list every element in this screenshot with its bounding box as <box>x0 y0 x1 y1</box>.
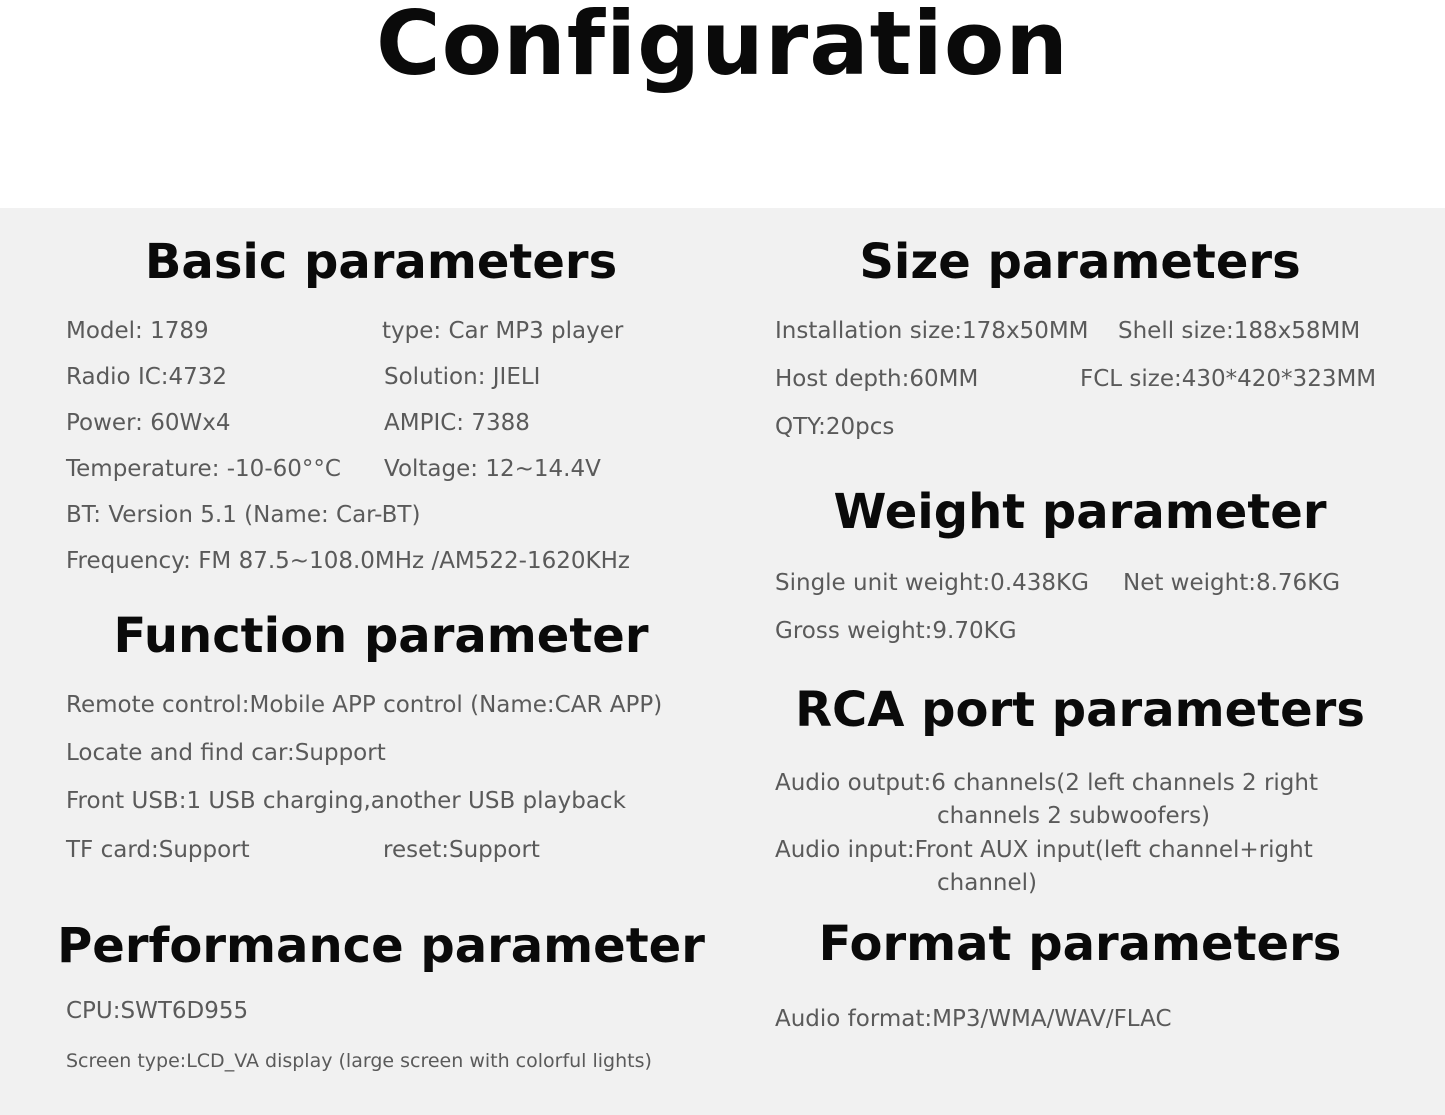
ampic-spec: AMPIC: 7388 <box>384 410 530 436</box>
audio-output-spec: Audio output:6 channels(2 left channels … <box>775 770 1319 796</box>
locate-car-spec: Locate and find car:Support <box>66 740 386 766</box>
radio-ic-spec: Radio IC:4732 <box>66 364 228 390</box>
basic-parameters-heading: Basic parameters <box>144 234 618 290</box>
host-depth-spec: Host depth:60MM <box>775 366 979 392</box>
page-title: Configuration <box>376 0 1069 95</box>
model-spec: Model: 1789 <box>66 318 209 344</box>
reset-spec: reset:Support <box>383 837 540 863</box>
weight-parameter-heading: Weight parameter <box>833 484 1327 540</box>
audio-format-spec: Audio format:MP3/WMA/WAV/FLAC <box>775 1006 1172 1032</box>
type-spec: type: Car MP3 player <box>382 318 624 344</box>
cpu-spec: CPU:SWT6D955 <box>66 998 249 1024</box>
fcl-size-spec: FCL size:430*420*323MM <box>1080 366 1377 392</box>
power-spec: Power: 60Wx4 <box>66 410 231 436</box>
single-unit-weight-spec: Single unit weight:0.438KG <box>775 570 1089 596</box>
installation-size-spec: Installation size:178x50MM <box>775 318 1089 344</box>
spec-panel: Basic parameters Model: 1789 type: Car M… <box>0 208 1445 1115</box>
solution-spec: Solution: JIELI <box>384 364 541 390</box>
performance-parameter-heading: Performance parameter <box>57 918 705 974</box>
net-weight-spec: Net weight:8.76KG <box>1123 570 1341 596</box>
qty-spec: QTY:20pcs <box>775 414 895 440</box>
function-parameter-heading: Function parameter <box>113 608 649 664</box>
format-parameters-heading: Format parameters <box>818 916 1342 972</box>
front-usb-spec: Front USB:1 USB charging,another USB pla… <box>66 788 626 814</box>
screen-type-spec: Screen type:LCD_VA display (large screen… <box>66 1050 652 1072</box>
rca-port-parameters-heading: RCA port parameters <box>795 682 1365 738</box>
shell-size-spec: Shell size:188x58MM <box>1118 318 1361 344</box>
remote-control-spec: Remote control:Mobile APP control (Name:… <box>66 692 663 718</box>
size-parameters-heading: Size parameters <box>859 234 1301 290</box>
temperature-spec: Temperature: -10-60°°C <box>66 456 341 482</box>
voltage-spec: Voltage: 12~14.4V <box>384 456 601 482</box>
frequency-spec: Frequency: FM 87.5~108.0MHz /AM522-1620K… <box>66 548 630 574</box>
audio-input-spec-continued: channel) <box>937 870 1037 896</box>
gross-weight-spec: Gross weight:9.70KG <box>775 618 1017 644</box>
audio-input-spec: Audio input:Front AUX input(left channel… <box>775 837 1313 863</box>
tf-card-spec: TF card:Support <box>66 837 250 863</box>
audio-output-spec-continued: channels 2 subwoofers) <box>937 803 1211 829</box>
bt-spec: BT: Version 5.1 (Name: Car-BT) <box>66 502 421 528</box>
